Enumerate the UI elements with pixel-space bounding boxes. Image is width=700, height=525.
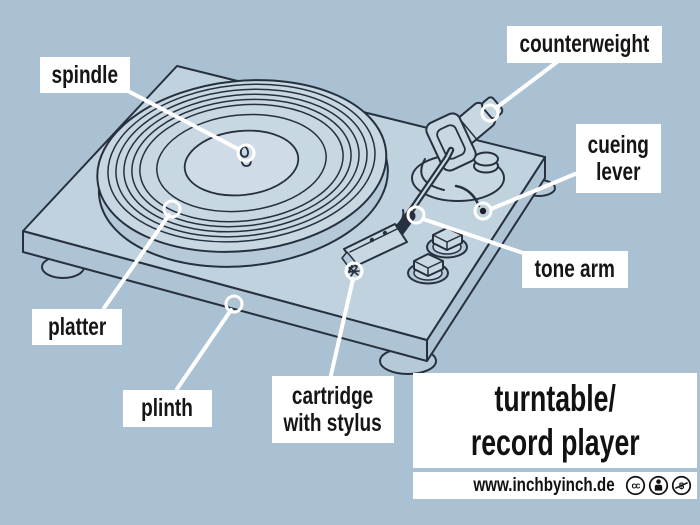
footer-bar: www.inchbyinch.de cc $ [413, 472, 697, 499]
cc-nc-icon: $ [671, 475, 692, 496]
callout-rings [162, 103, 500, 314]
control-buttons [407, 227, 468, 285]
label-tone-arm-text: tone arm [534, 255, 616, 283]
cc-by-icon [648, 475, 669, 496]
cc-icon: cc [625, 475, 646, 496]
label-plinth: plinth [123, 390, 212, 427]
callout-line-cueing-lever [489, 172, 577, 211]
label-cartridge: cartridge with stylus [272, 376, 394, 443]
page-title: turntable/ record player [470, 377, 640, 463]
platter-shape [96, 79, 389, 268]
callout-ring-platter [162, 199, 182, 219]
label-spindle-text: spindle [51, 60, 119, 89]
callout-ring-spindle [236, 143, 256, 163]
callout-ring-cartridge [344, 261, 364, 281]
callout-line-plinth [175, 308, 233, 391]
label-counterweight-text: counterweight [519, 30, 650, 58]
callout-ring-cueing-lever [473, 201, 493, 221]
label-cueing-lever-text: cueing lever [587, 130, 650, 186]
gimbal-shape [425, 112, 477, 172]
label-tone-arm: tone arm [522, 251, 628, 288]
callout-line-tone-arm [421, 217, 528, 256]
callout-ring-tone-arm [406, 205, 426, 225]
label-counterweight: counterweight [507, 26, 662, 63]
label-plinth-text: plinth [141, 394, 194, 422]
callout-ring-plinth [224, 294, 244, 314]
callout-line-platter [102, 213, 171, 310]
svg-text:$: $ [679, 481, 685, 492]
callout-line-spindle [124, 88, 240, 151]
callout-ring-counterweight [480, 103, 500, 123]
label-platter: platter [32, 309, 122, 345]
callout-line-cartridge [329, 277, 355, 377]
callout-lines [102, 60, 577, 391]
spindle-shape [239, 145, 252, 167]
cartridge-shape [341, 223, 408, 277]
callout-line-counterweight [494, 60, 559, 110]
website-url: www.inchbyinch.de [473, 474, 615, 496]
label-cartridge-text: cartridge with stylus [283, 381, 383, 437]
cueing-lever-knob [479, 207, 487, 215]
title-box: turntable/ record player [413, 373, 697, 468]
label-cueing-lever: cueing lever [576, 124, 661, 193]
label-platter-text: platter [47, 312, 107, 341]
label-spindle: spindle [40, 57, 130, 93]
tonearm-shape [341, 96, 505, 277]
svg-text:cc: cc [632, 481, 641, 491]
